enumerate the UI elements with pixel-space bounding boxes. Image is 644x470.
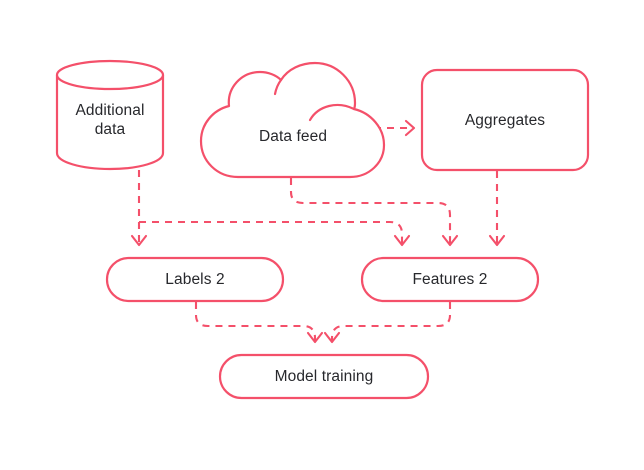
edge-features-2-to-model-training [323,302,452,344]
edge-labels-2-to-model-training [194,302,324,344]
edge-data-feed-to-features-2 [289,178,459,247]
edge-aggregates-to-features-2 [488,171,506,247]
node-features-2[interactable] [360,256,540,303]
node-data-feed[interactable] [199,61,386,179]
node-aggregates[interactable] [420,68,590,172]
node-additional-data[interactable] [55,59,165,171]
edge-additional-data-to-labels-2 [130,170,148,247]
edge-additional-data-to-features-2 [139,220,411,247]
node-model-training[interactable] [218,353,430,400]
node-labels-2[interactable] [105,256,285,303]
